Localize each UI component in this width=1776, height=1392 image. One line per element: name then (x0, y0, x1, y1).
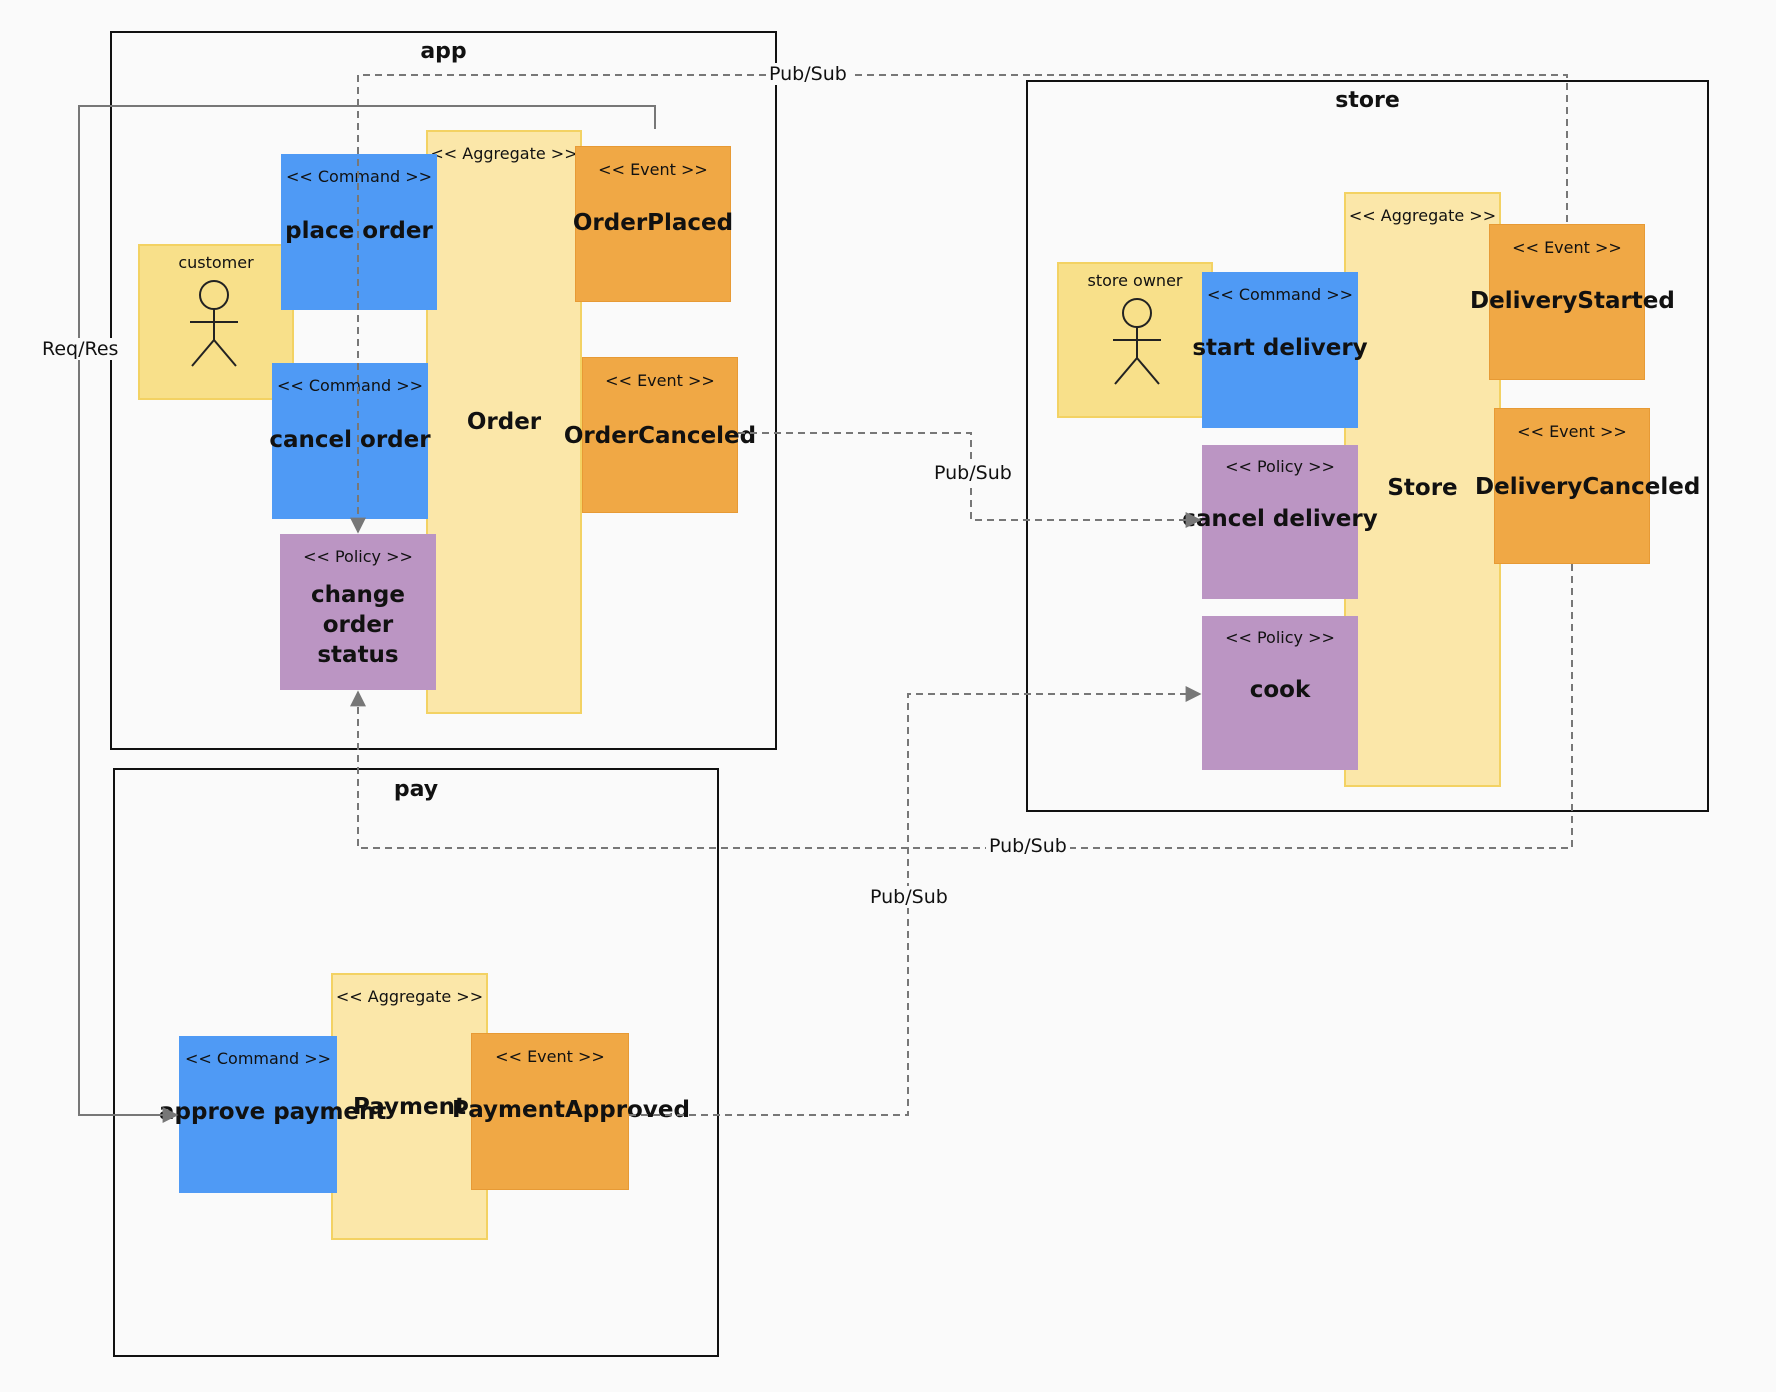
command-stereotype: << Command >> (1206, 285, 1354, 304)
command-cancel-order[interactable]: << Command >> cancel order (269, 363, 431, 519)
aggregate-payment[interactable]: << Aggregate >> Payment (331, 973, 488, 1240)
aggregate-name: Store (1387, 475, 1458, 501)
aggregate-name: Order (466, 409, 542, 435)
bounded-context-pay[interactable]: pay (113, 768, 719, 1357)
person-icon (1113, 298, 1161, 385)
edge-label-pubsub-canceled: Pub/Sub (931, 462, 1015, 484)
edge-label-pubsub-delivery-canceled: Pub/Sub (986, 835, 1070, 857)
aggregate-order[interactable]: << Aggregate >> Order (426, 130, 582, 714)
event-payment-approved[interactable]: << Event >> PaymentApproved (452, 1033, 690, 1190)
policy-stereotype: << Policy >> (1225, 628, 1335, 647)
context-title-store: store (1335, 88, 1400, 113)
bounded-context-app[interactable]: app (110, 31, 777, 750)
event-stereotype: << Event >> (495, 1047, 605, 1066)
edge-req-res[interactable] (78, 105, 656, 1123)
policy-cancel-delivery[interactable]: << Policy >> cancel delivery (1182, 445, 1378, 599)
aggregate-stereotype: << Aggregate >> (335, 987, 484, 1006)
edge-pubsub-delivery-started[interactable] (350, 74, 1568, 534)
policy-cook[interactable]: << Policy >> cook (1202, 616, 1358, 770)
aggregate-name: Payment (353, 1094, 466, 1120)
aggregate-stereotype: << Aggregate >> (430, 144, 578, 163)
event-name: OrderPlaced (572, 210, 734, 236)
command-start-delivery[interactable]: << Command >> start delivery (1192, 272, 1368, 428)
edge-pubsub-payment-approved[interactable] (629, 686, 1202, 1116)
command-name: approve payment (159, 1099, 387, 1125)
policy-name: cook (1249, 677, 1311, 703)
aggregate-store[interactable]: << Aggregate >> Store (1344, 192, 1501, 787)
aggregate-stereotype: << Aggregate >> (1348, 206, 1497, 225)
event-order-placed[interactable]: << Event >> OrderPlaced (573, 146, 733, 302)
edge-label-pubsub-top: Pub/Sub (766, 63, 850, 85)
command-approve-payment[interactable]: << Command >> approve payment (159, 1036, 386, 1193)
actor-customer[interactable]: customer (138, 244, 294, 400)
event-name: DeliveryStarted (1470, 288, 1675, 314)
context-title-app: app (420, 39, 467, 64)
context-title-pay: pay (393, 777, 439, 802)
person-icon (190, 280, 238, 367)
bounded-context-store[interactable]: store (1026, 80, 1709, 812)
event-stereotype: << Event >> (1512, 238, 1622, 257)
event-stereotype: << Event >> (605, 371, 715, 390)
command-stereotype: << Command >> (184, 1049, 332, 1068)
edge-label-req-res: Req/Res (39, 338, 122, 360)
event-delivery-started[interactable]: << Event >> DeliveryStarted (1470, 224, 1675, 380)
event-order-canceled[interactable]: << Event >> OrderCanceled (564, 357, 756, 513)
actor-label: store owner (1087, 271, 1183, 290)
policy-name: change order status (311, 582, 405, 668)
policy-change-order-status[interactable]: << Policy >> change order status (280, 534, 436, 690)
event-stereotype: << Event >> (598, 160, 708, 179)
event-delivery-canceled[interactable]: << Event >> DeliveryCanceled (1475, 408, 1700, 564)
command-name: start delivery (1192, 335, 1368, 361)
command-stereotype: << Command >> (276, 376, 424, 395)
edge-pubsub-delivery-canceled[interactable] (350, 564, 1573, 849)
policy-stereotype: << Policy >> (1225, 457, 1335, 476)
policy-name: cancel delivery (1182, 506, 1378, 532)
event-stereotype: << Event >> (1517, 422, 1627, 441)
policy-stereotype: << Policy >> (303, 547, 413, 566)
event-name: DeliveryCanceled (1475, 474, 1701, 500)
edge-label-pubsub-payment: Pub/Sub (867, 886, 951, 908)
command-name: cancel order (269, 427, 431, 453)
event-name: OrderCanceled (563, 423, 757, 449)
actor-store-owner[interactable]: store owner (1057, 262, 1213, 418)
actor-label: customer (178, 253, 254, 272)
